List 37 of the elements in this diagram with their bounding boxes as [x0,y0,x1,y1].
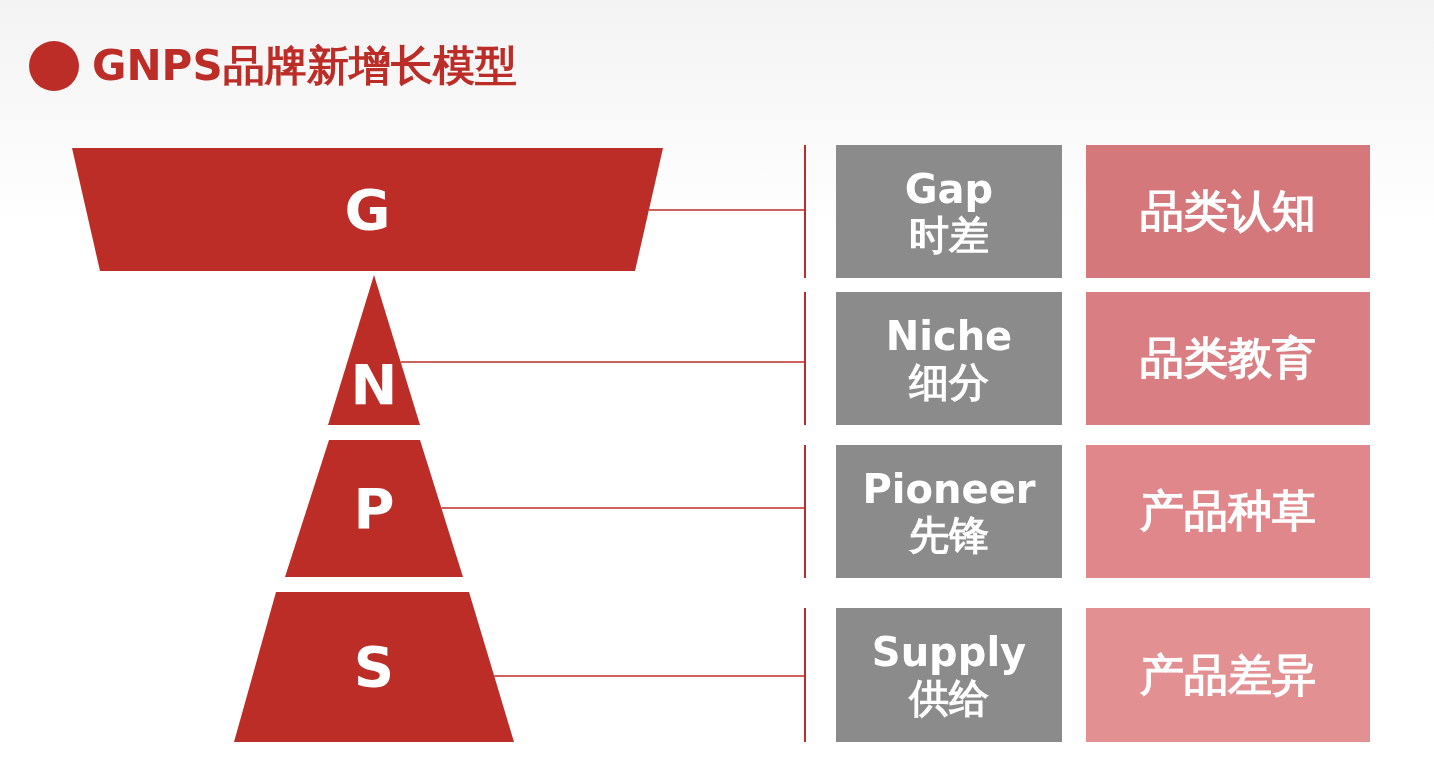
label-text: 先锋 [909,511,989,558]
connector-line [399,361,805,363]
segment-letter: N [350,357,398,413]
title: GNPS品牌新增长模型 [92,40,517,92]
funnel-segment [285,440,463,577]
funnel-segment [328,275,420,425]
stage-text: 产品差异 [1140,649,1316,701]
divider-bar [804,292,806,425]
segment-letter: S [353,639,395,695]
label-text: Supply [871,629,1027,675]
stage-box [1086,292,1370,425]
label-text: Gap [904,165,994,212]
connector-line [493,675,805,677]
label-text: 供给 [909,675,989,721]
label-text: Pioneer [862,465,1036,512]
divider-bar [804,608,806,742]
segment-letter: P [353,480,395,537]
stage-text: 产品种草 [1140,486,1316,537]
funnel-segment [72,148,663,271]
segment-letter: G [344,181,391,238]
label-box [836,292,1062,425]
stage-box [1086,445,1370,578]
stage-box [1086,608,1370,742]
funnel-segment [234,592,514,742]
connector-line [648,209,805,211]
label-text: Niche [885,312,1013,359]
label-text: 细分 [909,358,989,405]
stage-box [1086,145,1370,278]
label-box [836,608,1062,742]
label-box [836,445,1062,578]
connector-line [440,507,805,509]
stage-text: 品类教育 [1140,333,1316,384]
divider-bar [804,445,806,578]
label-box [836,145,1062,278]
label-text: 时差 [909,211,989,258]
divider-bar [804,145,806,278]
stage-text: 品类认知 [1140,186,1316,237]
